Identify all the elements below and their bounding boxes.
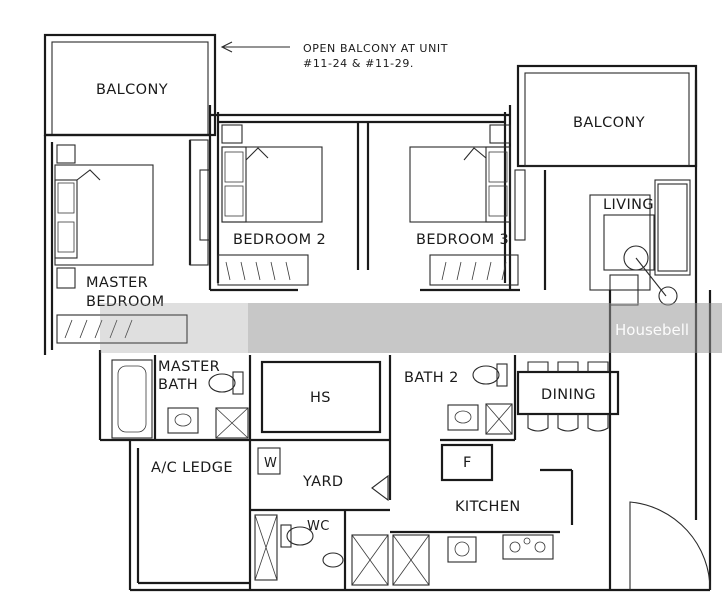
kitchen-cabinet-1	[351, 534, 389, 586]
bathtub	[111, 359, 153, 439]
bath-2	[388, 355, 517, 470]
toilet-bath2	[472, 363, 508, 387]
yard	[250, 447, 392, 512]
basin-wc	[322, 552, 344, 568]
label-fridge: F	[463, 455, 472, 471]
kitchen	[351, 290, 711, 591]
toilet-wc	[280, 524, 314, 548]
kitchen-cabinet-2	[392, 534, 430, 586]
balcony-note-line-1: OPEN BALCONY AT UNIT	[303, 42, 448, 55]
watermark: Housebell	[100, 303, 722, 353]
label-living: LIVING	[603, 197, 654, 213]
master-wardrobe	[56, 314, 188, 344]
washer	[257, 447, 281, 475]
label-balcony-right: BALCONY	[573, 115, 645, 131]
label-yard: YARD	[302, 474, 344, 490]
basin-master	[167, 407, 199, 434]
fridge	[440, 443, 494, 482]
label-dining: DINING	[541, 387, 596, 403]
bed-2	[221, 146, 323, 223]
kitchen-sink	[447, 536, 477, 563]
shower-bath2	[485, 403, 513, 435]
bed-3	[409, 146, 511, 223]
label-bath-2: BATH 2	[404, 370, 459, 386]
label-ac-ledge: A/C LEDGE	[151, 460, 233, 476]
label-balcony-left: BALCONY	[96, 82, 168, 98]
label-master-bedroom-1: MASTER	[86, 275, 148, 291]
shower-wc	[254, 514, 278, 581]
label-bedroom-3: BEDROOM 3	[416, 232, 509, 248]
balcony-note-line-2: #11-24 & #11-29.	[303, 57, 414, 70]
label-hs: HS	[310, 390, 331, 406]
label-wc: WC	[307, 519, 330, 534]
main-door-swing	[629, 501, 711, 591]
basin-bath2	[447, 404, 479, 431]
household-shelter	[248, 355, 390, 590]
wc	[254, 510, 347, 590]
label-master-bedroom-2: BEDROOM	[86, 294, 165, 310]
bedroom-3	[409, 124, 526, 292]
shower-master	[215, 407, 249, 439]
dining	[516, 361, 620, 432]
label-master-bath-2: BATH	[158, 377, 198, 393]
dining-table	[516, 370, 620, 416]
bedroom3-wardrobe	[429, 254, 519, 286]
label-washer: W	[264, 456, 277, 471]
bedroom-2	[199, 122, 370, 292]
watermark-text: Housebell	[615, 321, 689, 339]
label-master-bath-1: MASTER	[158, 359, 220, 375]
sofa	[654, 179, 691, 276]
toilet-master	[208, 371, 244, 395]
balcony-note-arrow	[220, 41, 290, 53]
master-bedroom	[54, 139, 209, 344]
hob	[502, 534, 554, 560]
living	[543, 170, 691, 306]
room-labels: BALCONY BALCONY MASTER BEDROOM BEDROOM 2…	[86, 42, 654, 534]
master-bath	[111, 355, 249, 440]
label-kitchen: KITCHEN	[455, 499, 521, 515]
label-bedroom-2: BEDROOM 2	[233, 232, 326, 248]
bedroom2-wardrobe	[217, 254, 309, 286]
